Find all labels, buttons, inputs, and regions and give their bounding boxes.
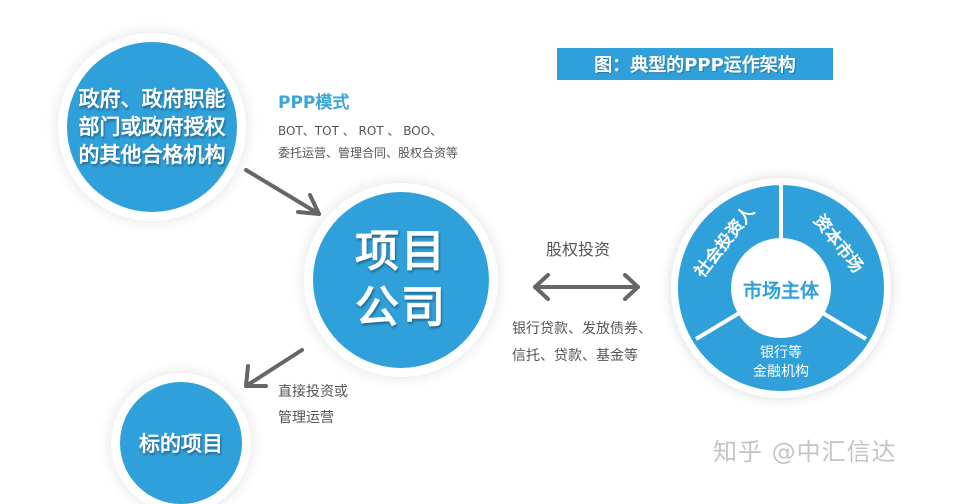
project-company-line-2: 公司 [355,282,447,333]
government-line-3: 的其他合格机构 [78,143,226,167]
target-project-node: 标的项目 [120,382,242,504]
market-center-label: 市场主体 [742,280,819,302]
government-line-1: 政府、政府职能 [78,87,226,111]
ppp-mode-line-2: 委托运营、管理合同、股权合资等 [278,146,459,160]
finance-line-2: 信托、贷款、基金等 [512,348,638,364]
market-node [671,178,891,398]
target-project-label: 标的项目 [139,432,223,456]
finance-line-1: 银行贷款、发放债券、 [512,321,652,337]
arrows-layer [244,168,640,388]
equity-investment-label: 股权投资 [546,240,611,259]
direct-investment-line-1: 直接投资或 [278,384,348,400]
government-line-2: 部门或政府授权 [78,115,226,139]
diagram-title: 图：典型的PPP运作架构 [557,48,833,80]
project-company-line-1: 项目 [355,226,447,277]
market-banks-line-1: 银行等 [760,345,802,361]
project-company-node: 项目 公司 [313,192,489,368]
watermark: 知乎 @中汇信达 [713,438,897,466]
ppp-mode-title: PPP模式 [278,93,350,113]
government-node: 政府、政府职能 部门或政府授权 的其他合格机构 [67,42,237,212]
market-banks-line-2: 金融机构 [753,364,809,380]
direct-investment-line-2: 管理运营 [278,410,334,426]
market-segment-banks: 银行等 金融机构 [731,344,831,382]
arrow-gov-to-company [244,168,321,216]
double-arrow-equity [533,273,640,301]
ppp-mode-line-1: BOT、TOT 、 ROT 、 BOO、 [278,124,443,138]
arrow-company-to-target [244,348,304,388]
